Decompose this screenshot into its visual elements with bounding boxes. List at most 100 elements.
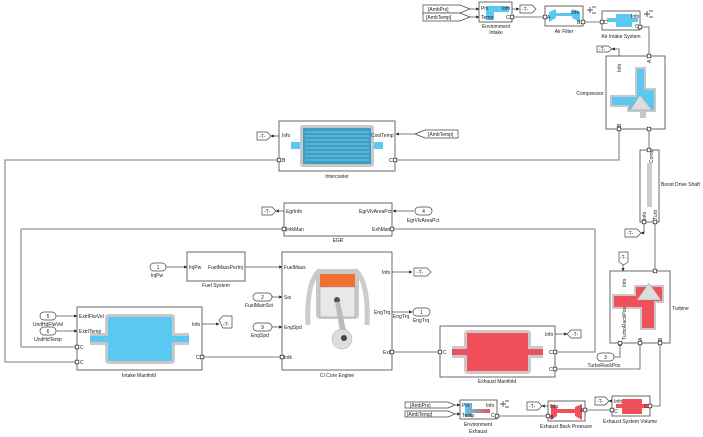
goto-tag-t[interactable]: -T- (519, 4, 537, 14)
block-name: Boost Drive Shaft (661, 182, 701, 188)
goto-tag-t[interactable]: -T- (218, 315, 233, 329)
exhaust-manifold-block[interactable]: C Info C C Exhaust Manifold (439, 325, 556, 385)
tag-label: [AmbTemp] (426, 15, 452, 21)
connection-port[interactable] (389, 349, 395, 355)
from-tag-ambtemp-intercooler[interactable]: [AmbTemp] (414, 129, 459, 139)
block-name: Turbine (672, 306, 689, 312)
connection-port[interactable] (276, 157, 282, 163)
ci-core-engine-block[interactable]: FuelMass Soi EngSpd Intk Info EngTrq Exh… (281, 251, 393, 379)
block-name: Compressor (576, 91, 604, 97)
boost-drive-shaft-block[interactable]: Comp Info Turb Boost Drive Shaft (639, 149, 701, 223)
block-name: Fuel System (202, 283, 230, 289)
environment-exhaust-block[interactable]: Prs Temp Info C Environment Exhaust (459, 399, 498, 435)
air-intake-system-block[interactable]: C Info C Air Intake System (601, 10, 641, 40)
goto-tag-t[interactable]: -T- (526, 401, 543, 411)
connection-port[interactable] (637, 340, 643, 346)
environment-fluid-icon (465, 403, 490, 417)
connection-port[interactable] (652, 268, 658, 274)
compressor-wheel-icon (629, 94, 653, 111)
port-label: CoolTemp (371, 133, 394, 139)
connection-port[interactable] (437, 349, 443, 355)
connection-port[interactable] (647, 403, 653, 409)
connection-port[interactable] (389, 226, 395, 232)
tag-label: -T- (417, 270, 423, 276)
connection-port[interactable] (617, 340, 623, 346)
from-tag-ambprs-intake[interactable]: [AmbPrs] (422, 4, 471, 14)
turbine-wheel-icon (636, 282, 662, 301)
shaft-icon (647, 163, 652, 207)
connection-port[interactable] (542, 14, 548, 20)
connection-port[interactable] (652, 219, 658, 225)
connection-port[interactable] (580, 19, 586, 25)
block-name: Environment (482, 24, 511, 30)
port-number: 4 (422, 209, 425, 215)
connection-port[interactable] (392, 157, 398, 163)
fuel-system-block[interactable]: InjPw FuelMassPerInj Fuel System (186, 251, 246, 289)
connection-port[interactable] (637, 24, 643, 30)
connection-port[interactable] (279, 354, 285, 360)
connection-port[interactable] (74, 344, 80, 350)
connection-port[interactable] (545, 413, 551, 419)
environment-intake-block[interactable]: Prs Temp Info C Environment Intake (478, 1, 513, 36)
port-label: C (644, 404, 648, 410)
turbine-block[interactable]: Info TurboRackPos A B Turbine (609, 270, 689, 344)
connection-port[interactable] (494, 413, 500, 419)
port-number: 3 (604, 355, 607, 361)
tag-label: -T- (264, 209, 270, 215)
from-tag-ambtemp-intake[interactable]: [AmbTemp] (422, 12, 471, 22)
connection-port[interactable] (646, 147, 652, 153)
connection-port[interactable] (74, 359, 80, 365)
block-name: Air Intake System (601, 34, 640, 40)
block-name: Intake (489, 30, 503, 36)
port-number: 9 (261, 325, 264, 331)
connection-port[interactable] (609, 407, 615, 413)
goto-tag-t[interactable]: -T- (618, 251, 629, 266)
goto-tag-t[interactable]: -T- (256, 131, 272, 141)
block-name: Air Filter (555, 29, 574, 35)
from-tag-ambtemp-exhaust[interactable]: [AmbTemp] (404, 410, 456, 418)
tag-label: [AmbPrs] (410, 403, 431, 409)
port-number: 6 (47, 329, 50, 335)
connection-port[interactable] (599, 19, 605, 25)
port-name: InjPw (151, 273, 164, 279)
connection-port[interactable] (582, 407, 588, 413)
intercooler-block[interactable]: Info CoolTemp B C Intercooler (278, 120, 396, 180)
block-name: Exhaust (469, 429, 488, 435)
goto-tag-t[interactable]: -T- (566, 329, 582, 339)
port-label: Intk (284, 355, 293, 361)
air-filter-block[interactable]: A Info B Air Filter (544, 5, 584, 35)
port-label: TurboRackPos (622, 307, 628, 340)
connection-port[interactable] (641, 219, 647, 225)
terminator-icon (644, 10, 653, 18)
connection-port[interactable] (281, 226, 287, 232)
goto-tag-t[interactable]: -T- (261, 206, 277, 216)
connection-port[interactable] (657, 340, 663, 346)
connection-port[interactable] (646, 126, 652, 132)
connection-port[interactable] (552, 366, 558, 372)
connection-port[interactable] (509, 14, 515, 20)
goto-tag-t[interactable]: -T- (413, 267, 432, 277)
goto-tag-t[interactable]: -T- (596, 45, 613, 53)
connection-port[interactable] (552, 349, 558, 355)
from-tag-ambprs-exhaust[interactable]: [AmbPrs] (404, 401, 456, 409)
port-name: FuelMainSoi (245, 303, 273, 309)
exhaust-volume-icon (616, 399, 648, 414)
restriction-icon (551, 404, 582, 420)
goto-tag-t[interactable]: -T- (624, 228, 642, 238)
compressor-block[interactable]: Info A B Compressor (576, 55, 666, 130)
port-label: EngTrq (374, 310, 390, 316)
connection-port[interactable] (646, 53, 652, 59)
connection-port[interactable] (616, 126, 622, 132)
goto-tag-t[interactable]: -T- (594, 396, 610, 406)
egr-block[interactable]: EgrInfo EgrVlvAreaPct IntkMan ExhMan EGR (283, 202, 393, 244)
connection-port[interactable] (199, 354, 205, 360)
intake-manifold-block[interactable]: ExtrlFlwVel ExtrlTemp C C Info C Intake … (76, 306, 203, 379)
